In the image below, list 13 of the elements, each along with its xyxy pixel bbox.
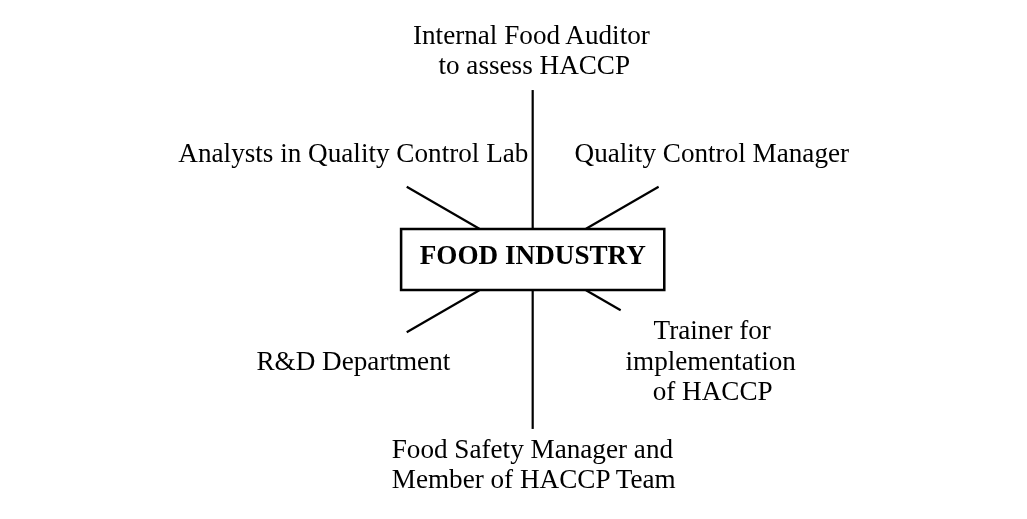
connector — [531, 90, 534, 229]
node-text: Food Safety Manager and Member of HACCP Team — [391, 433, 676, 495]
node-text: Analysts in Quality Control Lab — [177, 138, 528, 169]
node-text: Trainer for implementation of HACCP — [625, 314, 796, 407]
node-text: R&D Department — [255, 345, 450, 376]
node-box: FOOD INDUSTRY — [399, 227, 666, 292]
connector — [584, 185, 659, 230]
connector — [584, 289, 621, 312]
connector — [405, 289, 480, 334]
node-text: Quality Control Manager — [574, 138, 849, 169]
connector — [531, 290, 534, 429]
node-text: Internal Food Auditor to assess HACCP — [412, 19, 650, 81]
connector — [405, 185, 480, 230]
